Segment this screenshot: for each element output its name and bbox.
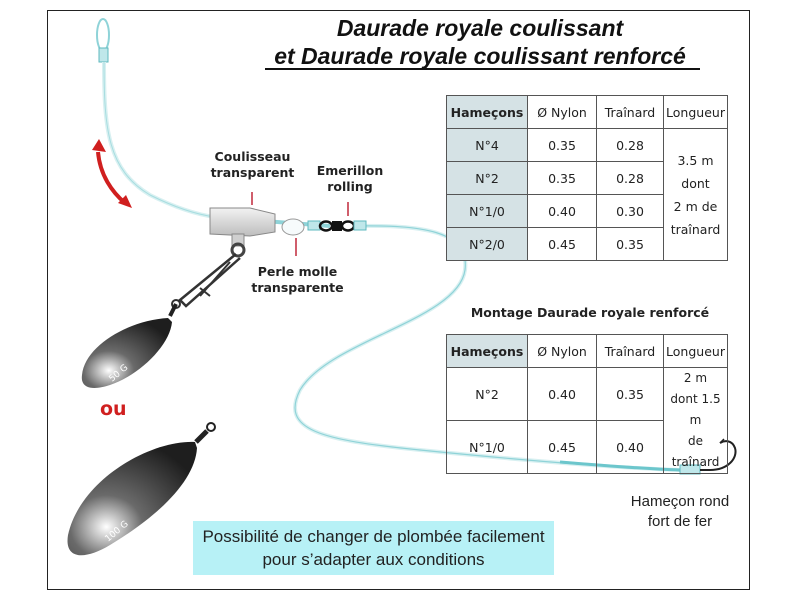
lead-weight-100g-icon: 100 G bbox=[67, 422, 216, 556]
table-header-row: Hameçons Ø Nylon Traînard Longueur bbox=[446, 95, 728, 129]
longueur-cell: 2 m dont 1.5 m de traînard bbox=[663, 367, 728, 474]
table-renforce-title: Montage Daurade royale renforcé bbox=[470, 305, 710, 320]
slider-icon bbox=[209, 207, 276, 258]
col-longueur: Longueur bbox=[663, 95, 728, 129]
label-hook: Hameçon rond fort de fer bbox=[630, 493, 730, 530]
swivel-icon bbox=[307, 220, 367, 232]
table-row: N°4 0.35 0.28 3.5 m dont 2 m de traînard bbox=[446, 128, 728, 261]
col-trainard: Traînard bbox=[596, 95, 664, 129]
note-line-2: pour s’adapter aux conditions bbox=[262, 550, 485, 569]
bead-icon bbox=[281, 218, 305, 236]
lead-weight-50g-icon: 50 G bbox=[81, 303, 178, 388]
table-row: N°2 0.40 0.35 2 m dont 1.5 m de traînard bbox=[446, 367, 728, 474]
longueur-cell: 3.5 m dont 2 m de traînard bbox=[663, 128, 728, 261]
title-underline bbox=[265, 68, 700, 70]
snap-clip-icon bbox=[171, 253, 241, 309]
col-trainard: Traînard bbox=[596, 334, 664, 368]
label-emerillon: Emerillon rolling bbox=[316, 163, 384, 194]
label-coulisseau: Coulisseau transparent bbox=[210, 149, 295, 180]
title-line-2: et Daurade royale coulissant renforcé bbox=[274, 43, 686, 69]
diagram-frame bbox=[47, 10, 750, 590]
top-loop-icon bbox=[96, 18, 110, 63]
table-row: N°2 0.35 0.28 bbox=[446, 161, 728, 195]
spec-table-renforce: Hameçons Ø Nylon Traînard Longueur N°2 0… bbox=[446, 334, 728, 474]
table-row: N°2/0 0.45 0.35 bbox=[446, 227, 728, 261]
note-box: Possibilité de changer de plombée facile… bbox=[193, 521, 554, 575]
page-title: Daurade royale coulissant et Daurade roy… bbox=[240, 14, 720, 70]
or-label: ou bbox=[100, 398, 127, 420]
col-nylon: Ø Nylon bbox=[527, 95, 597, 129]
spec-table-standard: Hameçons Ø Nylon Traînard Longueur N°4 0… bbox=[446, 95, 728, 261]
label-perle: Perle molle transparente bbox=[251, 264, 344, 295]
note-line-1: Possibilité de changer de plombée facile… bbox=[202, 527, 545, 546]
main-line-upper bbox=[102, 61, 216, 219]
table-header-row: Hameçons Ø Nylon Traînard Longueur bbox=[446, 334, 728, 368]
col-longueur: Longueur bbox=[663, 334, 728, 368]
col-nylon: Ø Nylon bbox=[527, 334, 597, 368]
table-row: N°1/0 0.45 0.40 bbox=[446, 420, 728, 474]
title-line-1: Daurade royale coulissant bbox=[336, 15, 624, 41]
double-arrow-icon bbox=[92, 139, 132, 208]
col-hamecons: Hameçons bbox=[446, 95, 528, 129]
col-hamecons: Hameçons bbox=[446, 334, 528, 368]
